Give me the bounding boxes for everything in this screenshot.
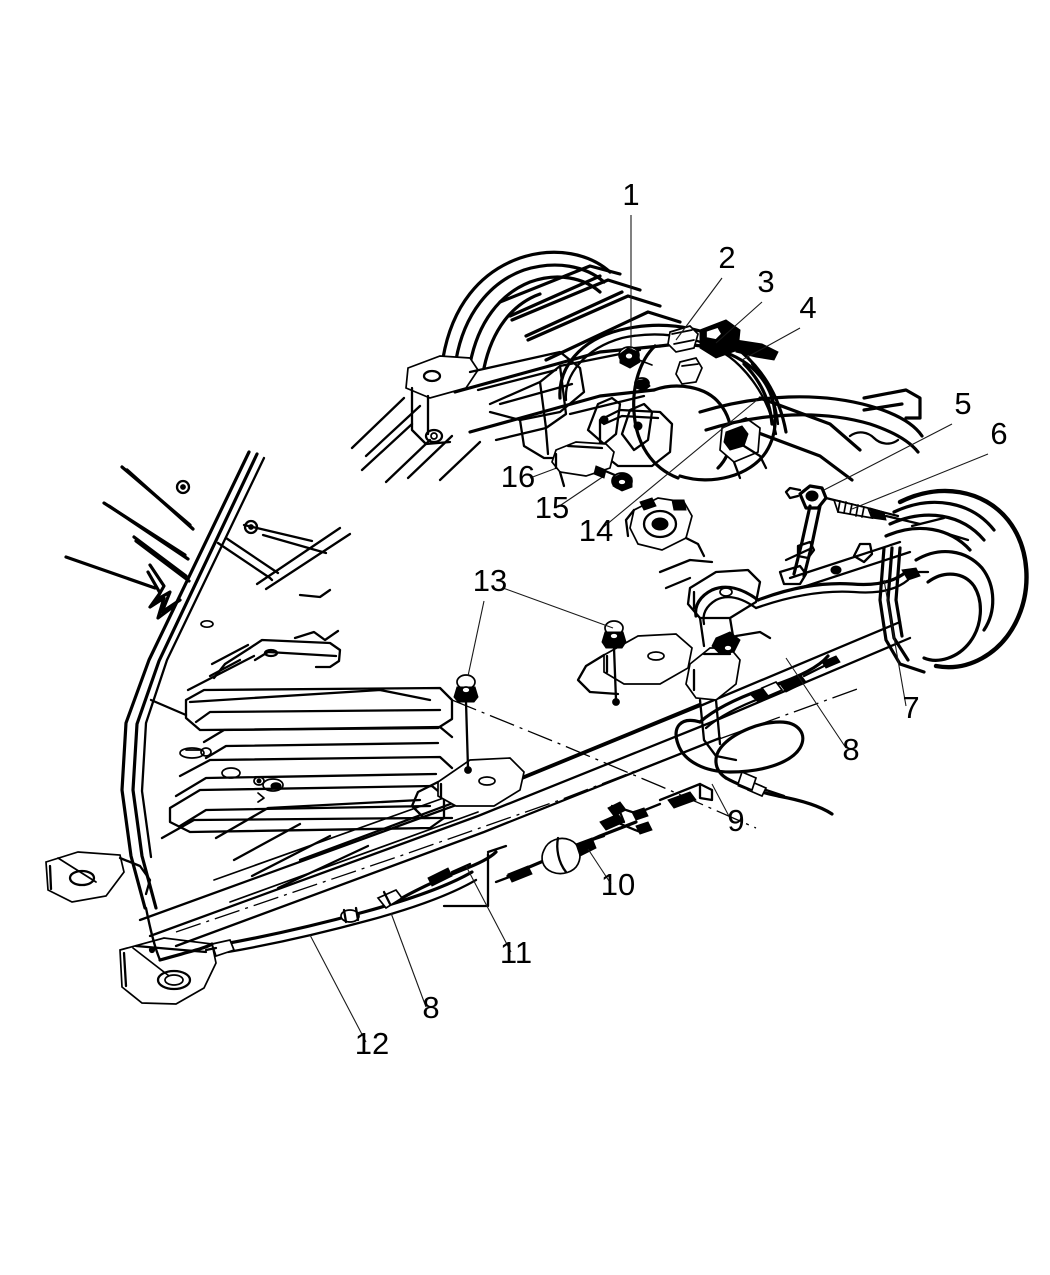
rear-suspension-bracket [778, 484, 912, 590]
leader-14 [599, 399, 758, 531]
panel-hole-center-icon [180, 484, 186, 490]
adjuster-end [507, 865, 533, 883]
leaf-spring-rear [698, 388, 924, 454]
frame-wave-icon [848, 431, 900, 445]
leader-10 [587, 848, 612, 885]
cable-clip-8b [340, 906, 360, 924]
callout-label-12: 12 [355, 1026, 389, 1061]
cable-end-11 [486, 844, 508, 854]
adjuster-clevis [599, 801, 653, 835]
callout-label-14: 14 [579, 513, 613, 548]
cable-fitting-upper [427, 862, 472, 887]
callout-label-4: 4 [799, 290, 816, 325]
cable-grommet-right [601, 620, 627, 706]
leader-7 [883, 579, 907, 707]
assembly-center-line [175, 687, 861, 933]
cable-fitting-9 [736, 770, 786, 798]
adjuster-barrel [541, 834, 606, 875]
leaf-spring-assembly [350, 250, 924, 484]
cable-adjuster-assembly [494, 801, 653, 884]
leader-13b [502, 587, 614, 629]
axle-vent-plug [618, 346, 653, 369]
front-cable-mount-bracket [119, 937, 217, 1005]
rear-right-brake-cable [694, 567, 930, 626]
body-floor-panel-group [45, 450, 454, 1005]
rear-wheel-tire [878, 488, 1029, 674]
callout-label-8b: 8 [422, 990, 439, 1025]
brake-hose-fitting-3 [699, 319, 779, 361]
cable-bend-11 [442, 852, 490, 908]
front-cable-run [222, 870, 474, 946]
callout-label-6: 6 [990, 416, 1007, 451]
front-cable-upper [400, 850, 498, 900]
callout-leader-lines [309, 215, 989, 1043]
brake-line-bolt-15 [593, 465, 633, 492]
callout-number-labels: 1 2 3 4 5 6 7 8 9 10 11 12 13 14 15 16 8 [355, 177, 1008, 1061]
leader-3 [715, 301, 763, 344]
wheel-cylinder-detail-14 [624, 497, 706, 558]
leader-4 [741, 327, 801, 361]
floor-pan-structure [186, 638, 432, 704]
assembly-center-line-2 [451, 699, 757, 829]
callout-label-3: 3 [757, 264, 774, 299]
floor-notch-icon [298, 588, 332, 599]
callout-label-15: 15 [535, 490, 569, 525]
panel-hatch-icon [64, 465, 195, 620]
floor-wave-icon [293, 629, 340, 642]
cable-loop [674, 718, 805, 780]
floor-hole-icon [200, 619, 214, 629]
leader-8 [785, 657, 847, 749]
brake-line-bracket-16 [551, 441, 615, 488]
leaf-spring-leaves [498, 264, 682, 362]
floor-emboss-icon [179, 747, 284, 803]
callout-label-11: 11 [500, 935, 532, 970]
frame-end-bracket [45, 851, 152, 903]
callout-label-5: 5 [954, 386, 971, 421]
cable-grommet-left [453, 674, 479, 774]
leader-11 [465, 865, 512, 953]
callout-label-13: 13 [473, 563, 507, 598]
floor-crossmember [174, 686, 454, 798]
frame-cable-bracket-right [576, 633, 693, 696]
rear-crossmember [658, 558, 762, 648]
cable-tensioner-spring [824, 496, 922, 526]
panel-hole-icon [175, 479, 191, 495]
leader-9 [711, 783, 732, 821]
front-parking-brake-cable [144, 844, 508, 962]
cable-clip-2 [667, 325, 699, 353]
axle-brake-hose-arch [558, 319, 788, 480]
cable-clevis-9 [631, 791, 697, 821]
callout-label-10: 10 [601, 867, 635, 902]
frame-cable-bracket-left [410, 757, 525, 820]
callout-label-2: 2 [718, 240, 735, 275]
frame-rail-group [138, 620, 912, 948]
spring-shackle-bracket [405, 355, 480, 446]
floor-lower-rail [160, 784, 446, 840]
callout-label-7: 7 [902, 690, 919, 725]
rocker-sill [120, 450, 259, 910]
front-cable-left-tail [158, 942, 214, 962]
leader-5 [823, 423, 953, 491]
floor-rib [149, 523, 352, 717]
leader-8b [390, 912, 427, 1008]
cable-clip-8c [376, 888, 404, 910]
callout-label-9: 9 [727, 803, 744, 838]
rocker-sill-inner [140, 456, 266, 859]
spring-break-lines [350, 396, 482, 484]
leader-13a [467, 600, 485, 677]
callout-label-1: 1 [622, 177, 639, 212]
leader-15 [557, 475, 605, 508]
leader-2 [675, 277, 723, 341]
front-cable-end-fitting [204, 939, 236, 958]
callout-label-8: 8 [842, 732, 859, 767]
cable-clip-tab [698, 782, 714, 802]
brake-line-4b [750, 362, 780, 426]
axle-plug-small [634, 377, 651, 392]
callout-label-16: 16 [501, 459, 535, 494]
leader-6 [851, 453, 989, 510]
brake-junction-block [719, 417, 768, 480]
leader-12 [309, 934, 367, 1043]
cable-clip-lower [675, 357, 703, 385]
